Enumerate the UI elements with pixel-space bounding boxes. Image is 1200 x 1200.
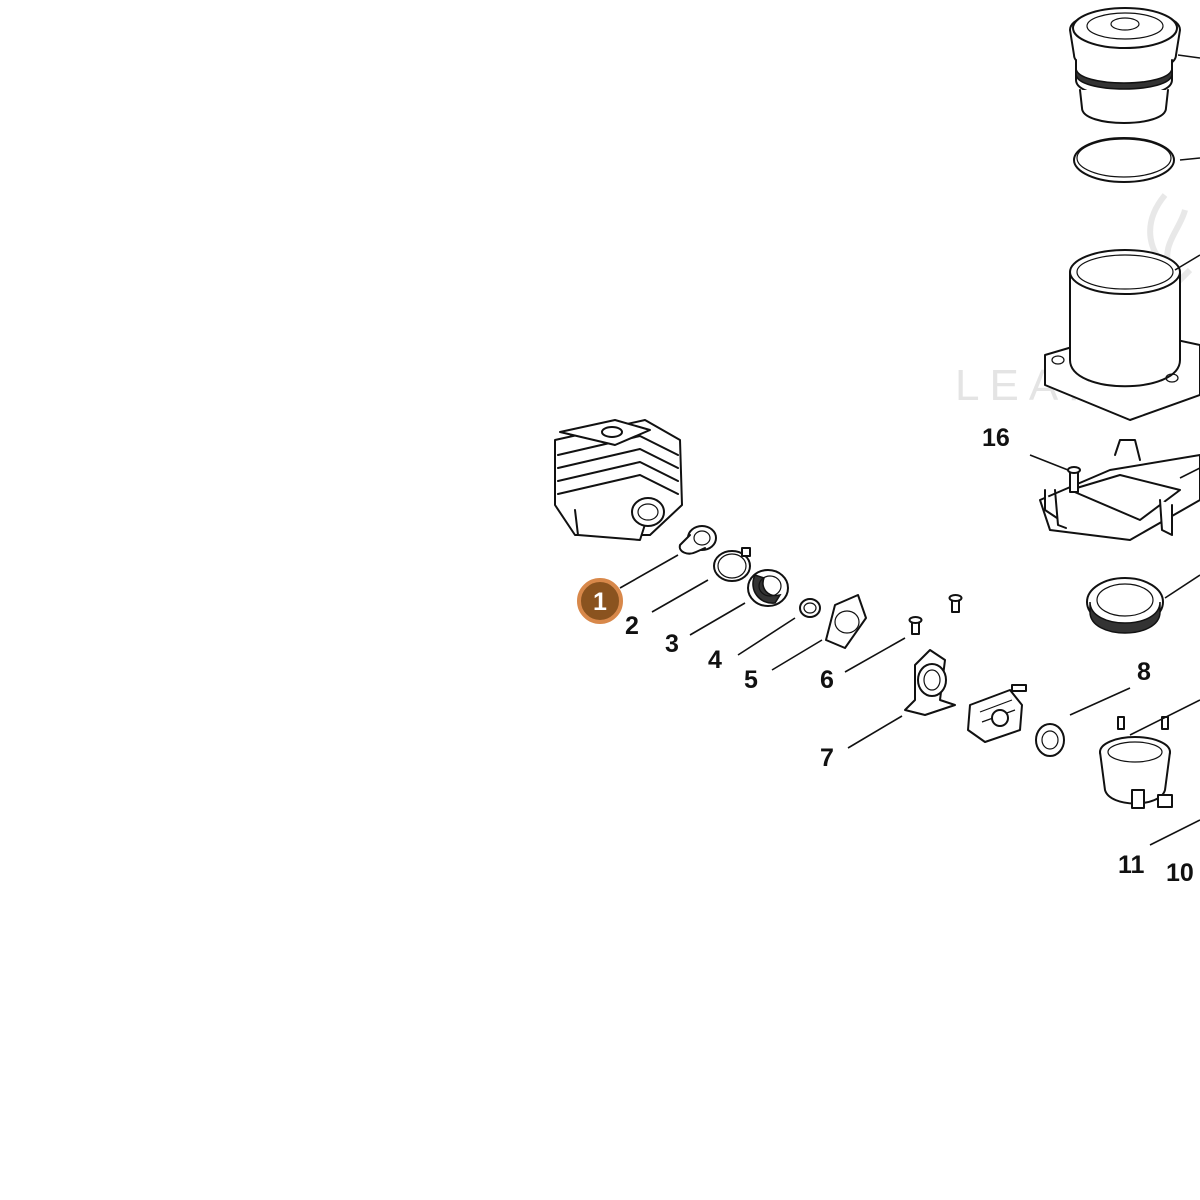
callout-2[interactable]: 2 — [625, 612, 639, 640]
part-oil-seal — [1086, 574, 1200, 634]
callout-11[interactable]: 11 — [1118, 851, 1145, 879]
part-carburetor-bracket — [904, 649, 956, 716]
part-carb-gasket — [1035, 723, 1065, 757]
callout-6[interactable]: 6 — [820, 666, 834, 694]
callout-8[interactable]: 8 — [1137, 658, 1151, 686]
part-air-filter-base — [1099, 716, 1173, 809]
callout-5[interactable]: 5 — [744, 666, 758, 694]
callout-3[interactable]: 3 — [665, 630, 679, 658]
part-screws — [908, 594, 963, 635]
part-gasket-disk — [1073, 137, 1200, 183]
part-cylinder-housing — [1044, 249, 1200, 421]
callout-7[interactable]: 7 — [820, 744, 834, 772]
leader-lines — [619, 454, 1200, 846]
part-o-ring — [799, 598, 821, 618]
part-hose-clamp — [713, 547, 751, 582]
part-carburetor — [967, 684, 1027, 743]
part-cylinder — [554, 419, 683, 541]
part-intake-manifold — [747, 569, 789, 607]
highlight-label: 1 — [593, 588, 607, 616]
callout-4[interactable]: 4 — [708, 646, 722, 674]
callout-16[interactable]: 16 — [982, 424, 1010, 452]
highlight-ring — [577, 578, 623, 624]
part-flange-gasket — [825, 594, 867, 649]
callout-10[interactable]: 10 — [1166, 859, 1194, 887]
part-mount-frame — [1039, 439, 1200, 541]
highlight-callout-1[interactable]: 1 — [577, 578, 623, 624]
part-intake-sleeve — [678, 525, 717, 555]
part-filter-cover — [1069, 7, 1200, 124]
